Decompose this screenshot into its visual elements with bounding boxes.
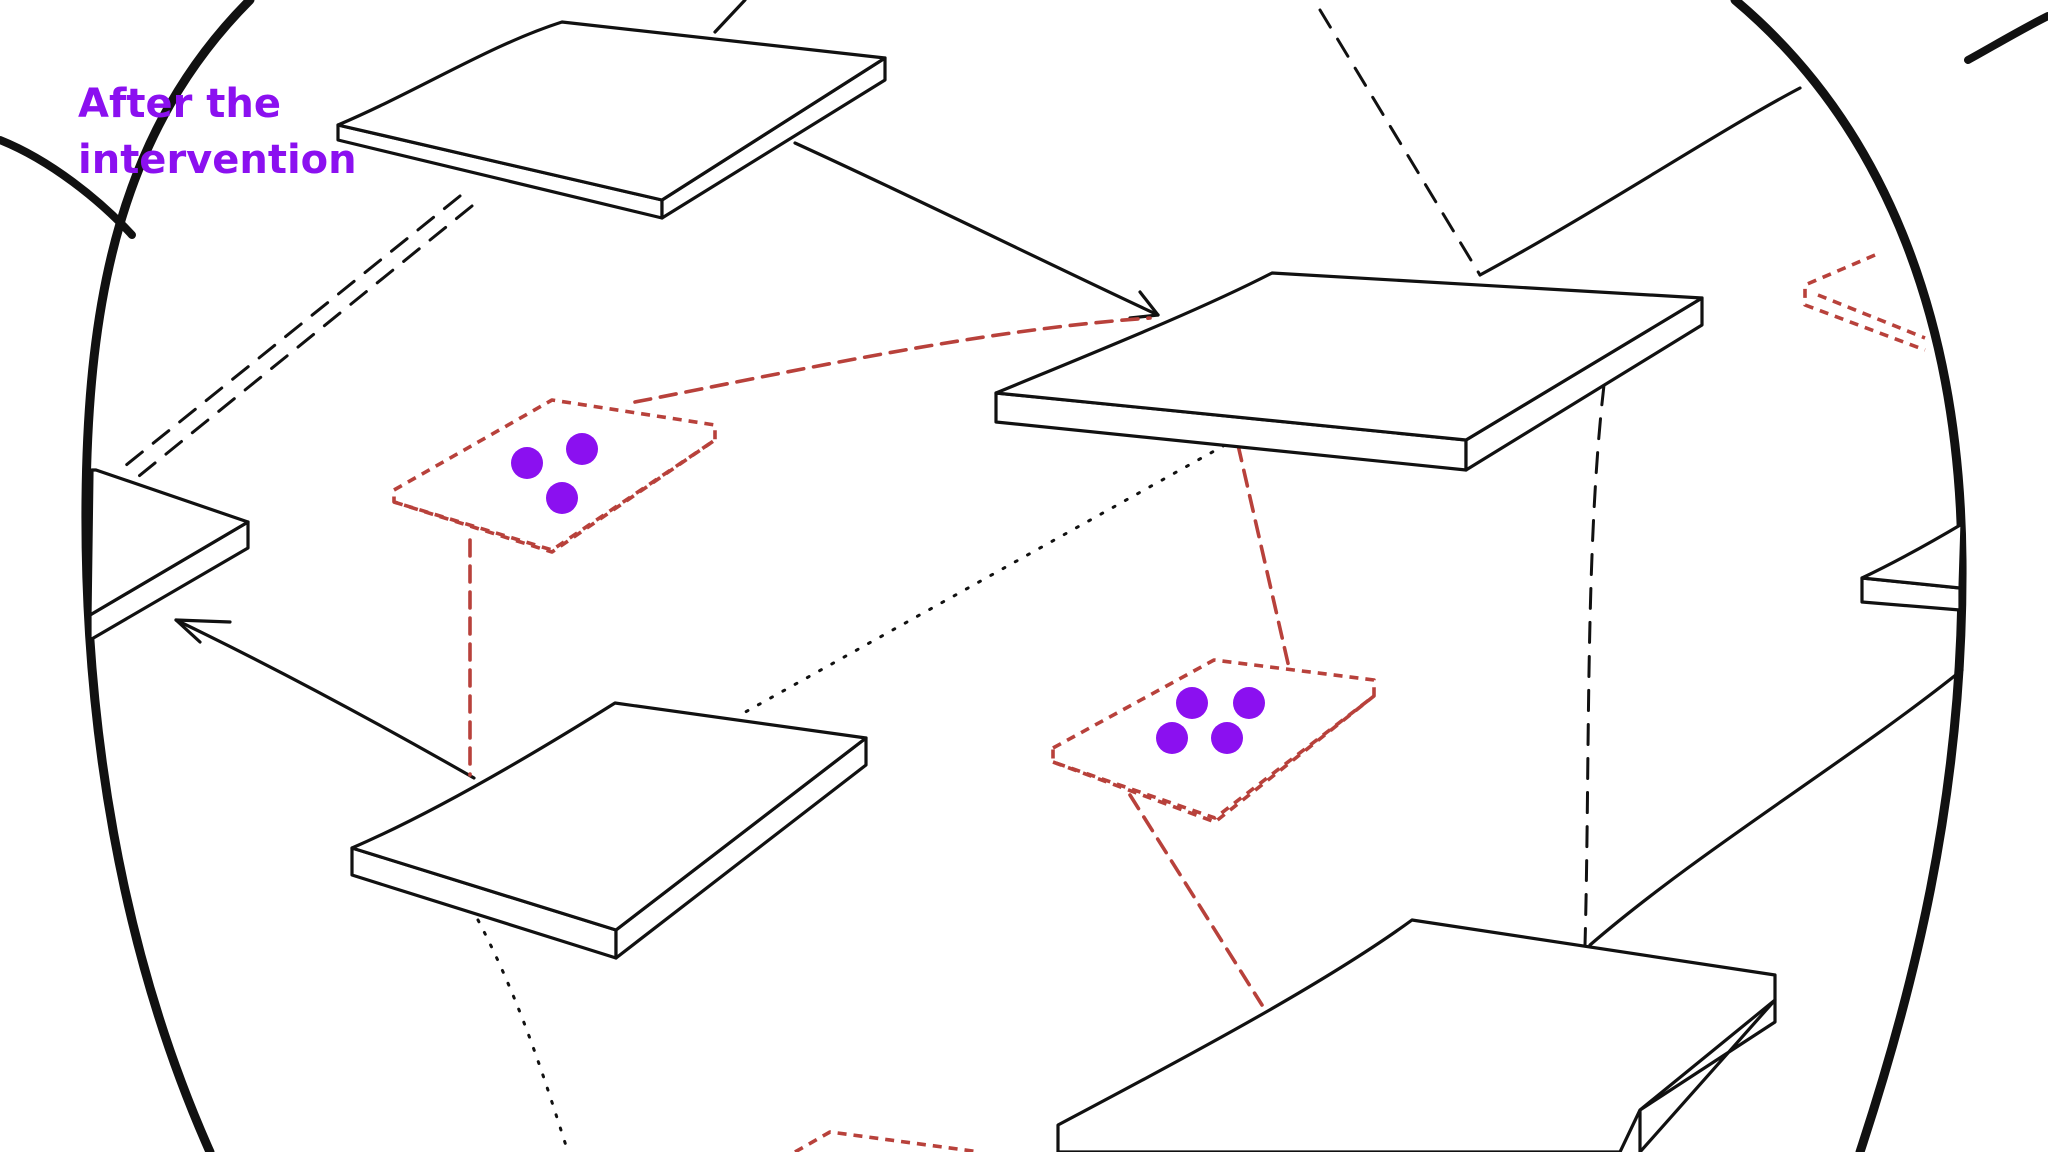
red-link-ghost2-down xyxy=(1128,793,1264,1007)
arrowhead-left xyxy=(174,618,232,644)
agent-dot xyxy=(566,433,598,465)
plate-left xyxy=(88,468,250,642)
title-line-2: intervention xyxy=(78,137,357,183)
dotted-lower-left-down xyxy=(476,918,570,1154)
red-link-ghost1-to-center xyxy=(633,316,1152,404)
title-line-1: After the xyxy=(78,81,281,127)
outer-arc-right xyxy=(1964,12,2048,64)
agent-dot xyxy=(1176,687,1208,719)
line-top-left xyxy=(713,0,747,34)
agent-dot xyxy=(511,447,543,479)
plate-lower-left xyxy=(350,701,868,960)
dotted-center-to-lower-left xyxy=(738,443,1227,717)
double-dashed-left-b xyxy=(132,204,474,482)
plate-bottom-right xyxy=(1056,918,1777,1154)
arrow-top-to-center xyxy=(793,141,1160,317)
plate-right-partial xyxy=(1860,522,1964,612)
plate-center xyxy=(994,271,1704,472)
agent-dot xyxy=(1211,722,1243,754)
arrow-lower-to-left xyxy=(174,618,476,780)
outer-arc-left xyxy=(0,136,136,239)
ghost-plate-center xyxy=(1051,658,1376,824)
double-dashed-left-a xyxy=(118,194,462,472)
ghost-plate-right-partial xyxy=(1803,253,1926,352)
red-link-center-to-ghost2 xyxy=(1236,443,1292,674)
ghost-plate-upper-left xyxy=(392,398,717,554)
line-right-lower xyxy=(1588,668,1964,947)
arrowhead-center xyxy=(1128,290,1160,320)
diagram-title: After the intervention xyxy=(78,76,357,188)
dashed-center-down xyxy=(1583,383,1606,947)
agent-dot xyxy=(1233,687,1265,719)
ghost-plate-bottom-partial xyxy=(794,1130,981,1154)
line-right-top xyxy=(1478,86,1802,277)
agent-dot xyxy=(546,482,578,514)
dashed-line-top xyxy=(1318,8,1482,277)
agent-dot xyxy=(1156,722,1188,754)
plate-top xyxy=(336,20,887,220)
